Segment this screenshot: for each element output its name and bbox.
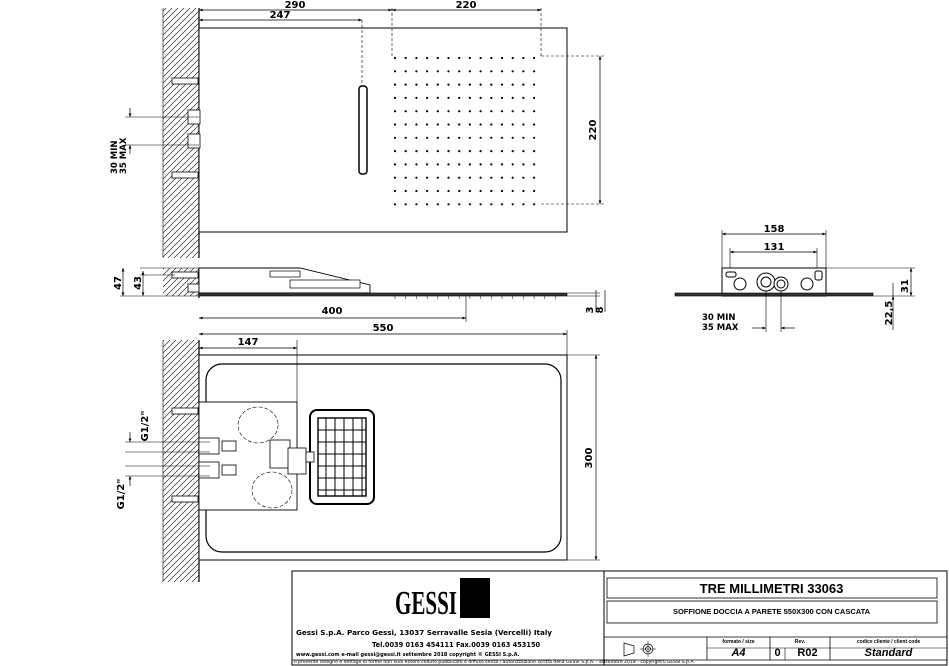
bottom-view: G1/2" G1/2" 550 147 300 bbox=[116, 323, 600, 582]
dim-147: 147 bbox=[238, 337, 259, 348]
company-address: Gessi S.p.A. Parco Gessi, 13037 Serraval… bbox=[296, 628, 552, 637]
dim-47: 47 bbox=[113, 276, 124, 290]
dim-400: 400 bbox=[322, 306, 343, 317]
dim-158: 158 bbox=[764, 224, 785, 235]
product-title: TRE MILLIMETRI 33063 bbox=[699, 581, 844, 596]
dim-43: 43 bbox=[133, 276, 144, 290]
title-block-frame bbox=[291, 570, 948, 666]
rev-caption: Rev. bbox=[794, 639, 806, 645]
company-phone: Tel.0039 0163 454111 Fax.0039 0163 45315… bbox=[372, 641, 541, 649]
top-view: 290 220 247 220 30 MIN 35 MAX bbox=[110, 0, 604, 258]
dim-35-max: 35 MAX bbox=[119, 137, 129, 174]
wall-hatch-bottom bbox=[163, 340, 199, 582]
dim-290: 290 bbox=[285, 0, 306, 11]
svg-text:GESSI: GESSI bbox=[395, 585, 457, 622]
product-subtitle: SOFFIONE DOCCIA A PARETE 550X300 CON CAS… bbox=[672, 607, 871, 616]
rev-code: R02 bbox=[797, 647, 818, 659]
copyright-fineprint: Il presente disegno e dettagli di forme … bbox=[294, 660, 696, 665]
dim-550: 550 bbox=[373, 323, 394, 334]
front-35-max: 35 MAX bbox=[702, 323, 739, 333]
client-caption: codice cliente / client code bbox=[856, 639, 921, 645]
dim-131: 131 bbox=[764, 242, 785, 253]
dim-31: 31 bbox=[900, 279, 911, 293]
company-web: www.gessi.com e-mail gessi@gessi.it sett… bbox=[296, 652, 520, 658]
format-value: A4 bbox=[731, 647, 746, 659]
dim-22-5: 22,5 bbox=[884, 301, 895, 326]
format-caption: formato / size bbox=[722, 639, 755, 645]
dim-247: 247 bbox=[270, 10, 291, 21]
side-view: 47 43 400 3 8 bbox=[113, 267, 606, 322]
dim-3: 3 bbox=[585, 306, 596, 313]
waterfall-slot bbox=[358, 85, 368, 175]
spray-nozzle-grid bbox=[393, 56, 536, 206]
shower-plate-side bbox=[198, 292, 568, 297]
dim-220-height: 220 bbox=[588, 120, 599, 141]
front-plate bbox=[674, 292, 874, 297]
dim-220-width: 220 bbox=[456, 0, 477, 11]
shower-panel-top bbox=[198, 27, 568, 233]
rev-value: 0 bbox=[774, 647, 781, 659]
dim-8: 8 bbox=[595, 306, 606, 313]
wall-hatch-top bbox=[163, 8, 199, 258]
gessi-logo: GESSI bbox=[395, 578, 490, 622]
thread-lower: G1/2" bbox=[116, 479, 127, 510]
client-value: Standard bbox=[864, 647, 913, 659]
front-30-min: 30 MIN bbox=[702, 313, 736, 323]
dim-30-min: 30 MIN bbox=[110, 140, 120, 174]
front-view: 158 131 31 22,5 30 MIN 35 MAX bbox=[674, 224, 915, 333]
thread-upper: G1/2" bbox=[140, 411, 151, 442]
dim-300: 300 bbox=[584, 448, 595, 469]
